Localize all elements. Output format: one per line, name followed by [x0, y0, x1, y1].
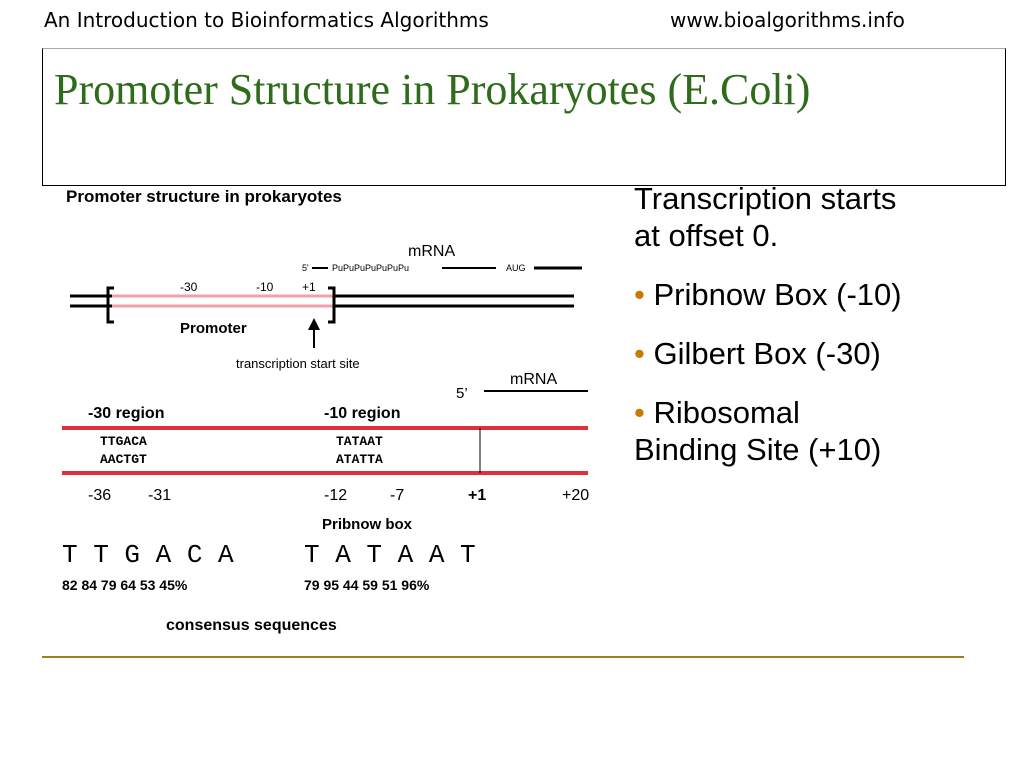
tss-label: transcription start site — [236, 356, 360, 371]
tick-minus-36: -36 — [88, 487, 111, 504]
footer-rule — [42, 656, 964, 658]
consensus-label: consensus sequences — [166, 617, 337, 634]
tick-plus-20: +20 — [562, 487, 589, 504]
top-aug: AUG — [506, 263, 526, 273]
pos-minus-30: -30 — [180, 280, 198, 294]
pos-minus-10: -10 — [256, 280, 274, 294]
bullet-dot-icon: • — [634, 395, 645, 430]
pribnow-box-label: Pribnow box — [322, 516, 413, 533]
title-frame — [42, 48, 1006, 186]
promoter-diagram: Promoter structure in prokaryotes mRNA 5… — [62, 187, 589, 634]
bullet-pribnow: • Pribnow Box (-10) — [634, 277, 902, 312]
tss-arrow-head — [308, 318, 320, 330]
consensus-seq-1: T T G A C A — [62, 540, 234, 570]
consensus-seq-2: T A T A A T — [304, 540, 476, 570]
consensus-pct-1: 82 84 79 64 53 45% — [62, 577, 188, 593]
seq-30-bottom: AACTGT — [100, 452, 147, 467]
tick-minus-7: -7 — [390, 487, 404, 504]
tick-minus-31: -31 — [148, 487, 171, 504]
header-website: www.bioalgorithms.info — [670, 8, 905, 32]
tick-minus-12: -12 — [324, 487, 347, 504]
bullet-dot-icon: • — [634, 277, 645, 312]
seq-10-bottom: ATATTA — [336, 452, 383, 467]
header-course-title: An Introduction to Bioinformatics Algori… — [44, 8, 489, 32]
region-10-label: -10 region — [324, 405, 400, 422]
promoter-bracket-right — [328, 286, 336, 324]
region-30-label: -30 region — [88, 405, 164, 422]
pos-plus-1: +1 — [302, 280, 316, 294]
tick-plus-1: +1 — [468, 487, 486, 504]
diagram-heading: Promoter structure in prokaryotes — [66, 187, 342, 206]
top-five-prime: 5' — [302, 263, 309, 273]
lower-five-prime: 5’ — [456, 385, 468, 402]
seq-30-top: TTGACA — [100, 434, 147, 449]
seq-10-top: TATAAT — [336, 434, 383, 449]
lower-mrna-label: mRNA — [510, 371, 557, 388]
top-pu-sequence: PuPuPuPuPuPuPu — [332, 263, 409, 273]
promoter-bracket-left — [106, 286, 114, 324]
bullet-gilbert: • Gilbert Box (-30) — [634, 336, 881, 371]
bullet-dot-icon: • — [634, 336, 645, 371]
top-mrna-label: mRNA — [408, 243, 455, 260]
consensus-pct-2: 79 95 44 59 51 96% — [304, 577, 430, 593]
promoter-label: Promoter — [180, 320, 247, 337]
slide-title: Promoter Structure in Prokaryotes (E.Col… — [54, 65, 811, 114]
